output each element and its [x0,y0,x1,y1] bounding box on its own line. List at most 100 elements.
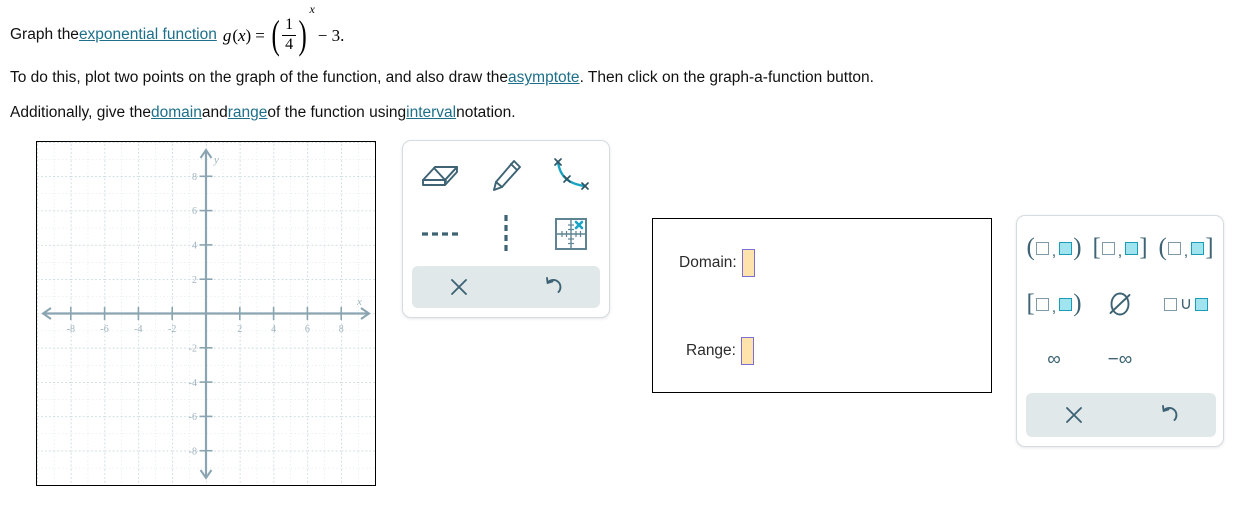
y-axis-label: y [213,154,219,166]
tool-grid [403,141,609,263]
keypad-grid: ( , ) [ , ] ( [1017,216,1223,388]
problem-statement: Graph the exponential function g ( x ) =… [10,3,1250,130]
open-closed-glyph: ( , ] [1158,233,1214,261]
y-axis-ticks [199,175,213,452]
range-row: Range: [686,337,754,365]
horizontal-dashed-line-icon [422,232,461,236]
infinity-key[interactable]: ∞ [1021,332,1087,388]
fn-paren-close: ) [245,25,252,45]
bracket-close: ] [1139,233,1148,261]
minus-three-term: − 3. [317,25,345,45]
coordinate-plane[interactable]: x y -8 -6 -4 -2 2 4 6 8 [37,142,375,485]
bracket-close: ) [1073,289,1082,317]
empty-set-key[interactable] [1087,276,1153,332]
link-asymptote[interactable]: asymptote [508,69,580,87]
function-name: g [222,25,232,45]
link-domain[interactable]: domain [151,104,202,122]
horizontal-dashed-line-tool-button[interactable] [409,205,474,263]
prompt-line3-mid1: and [201,104,228,122]
svg-text:-2: -2 [189,344,197,355]
placeholder-box-right [1194,297,1208,311]
bracket-close: ) [1073,233,1082,261]
keypad-clear-button[interactable] [1026,393,1121,437]
prompt-line1-pre: Graph the [10,26,79,44]
x-axis-arrow-right [360,307,371,320]
svg-text:-4: -4 [189,378,197,389]
curve-with-points-icon [553,158,589,190]
equals-sign: = [255,25,265,45]
undo-icon [546,277,562,293]
big-paren-close: ) [298,12,307,57]
graph-canvas[interactable]: x y -8 -6 -4 -2 2 4 6 8 [36,141,376,486]
prompt-line-1: Graph the exponential function g ( x ) =… [10,3,1250,60]
bracket-open: [ [1092,233,1101,261]
link-interval[interactable]: interval [406,104,457,122]
y-axis-arrow-down [199,469,213,480]
closed-open-interval-key[interactable]: [ , ) [1021,276,1087,332]
svg-text:4: 4 [192,241,197,252]
eraser-icon [422,166,459,186]
svg-text:2: 2 [237,324,242,335]
toolbar-clear-button[interactable] [412,266,506,308]
negative-infinity-key[interactable]: −∞ [1087,332,1153,388]
svg-text:6: 6 [305,324,310,335]
comma: , [1183,243,1189,260]
toolbar-undo-button[interactable] [506,266,600,308]
svg-text:4: 4 [271,324,276,335]
svg-text:2: 2 [192,275,197,286]
prompt-line3-mid2: of the function using [267,104,407,122]
graph-a-function-tool-button[interactable] [538,147,603,205]
keypad-action-bar [1026,393,1216,437]
domain-input[interactable] [741,249,755,277]
plot-point-tool-button[interactable] [538,205,603,263]
link-range[interactable]: range [227,104,268,122]
svg-text:-6: -6 [100,324,108,335]
grid-with-point-icon [554,218,587,250]
bracket-close: ] [1205,233,1214,261]
eraser-tool-button[interactable] [409,147,474,205]
open-open-interval-key[interactable]: ( , ) [1021,220,1087,276]
prompt-line2-post: . Then click on the graph-a-function but… [579,69,874,87]
comma: , [1051,243,1057,260]
range-input[interactable] [740,337,754,365]
svg-text:-6: -6 [189,412,197,423]
placeholder-box-left [1036,241,1050,255]
fraction-one-fourth: 1 4 [282,16,297,54]
closed-closed-glyph: [ , ] [1092,233,1148,261]
exponent: x [309,1,315,16]
svg-text:-8: -8 [67,324,75,335]
fn-paren-open: ( [232,25,238,45]
toolbar-action-bar [412,266,600,308]
link-exponential-function[interactable]: exponential function [78,26,217,44]
close-icon [451,279,467,295]
infinity-symbol: ∞ [1047,349,1061,370]
interval-notation-keypad: ( , ) [ , ] ( [1016,215,1224,447]
keypad-empty-slot [1153,332,1219,388]
prompt-line2-pre: To do this, plot two points on the graph… [10,69,509,87]
union-glyph: ∪ [1163,294,1209,314]
bracket-open: ( [1026,233,1035,261]
vertical-dashed-line-tool-button[interactable] [474,205,539,263]
svg-text:6: 6 [192,206,197,217]
svg-text:-8: -8 [189,446,197,457]
answer-panel: Domain: Range: [652,218,992,393]
placeholder-box-right [1058,297,1072,311]
placeholder-box-right [1190,241,1204,255]
open-closed-interval-key[interactable]: ( , ] [1153,220,1219,276]
pencil-tool-button[interactable] [474,147,539,205]
svg-text:-2: -2 [168,324,176,335]
open-open-glyph: ( , ) [1026,233,1082,261]
comma: , [1051,299,1057,316]
x-axis-arrow-left [41,307,52,320]
keypad-undo-button[interactable] [1121,393,1216,437]
vertical-dashed-line-icon [504,215,508,253]
bracket-open: ( [1158,233,1167,261]
svg-text:8: 8 [339,324,344,335]
placeholder-box-left [1036,297,1050,311]
drawing-toolbar [402,140,610,318]
fraction-denominator: 4 [285,35,294,53]
prompt-line3-post: notation. [456,104,516,122]
union-key[interactable]: ∪ [1153,276,1219,332]
closed-closed-interval-key[interactable]: [ , ] [1087,220,1153,276]
empty-set-icon [1109,292,1131,316]
